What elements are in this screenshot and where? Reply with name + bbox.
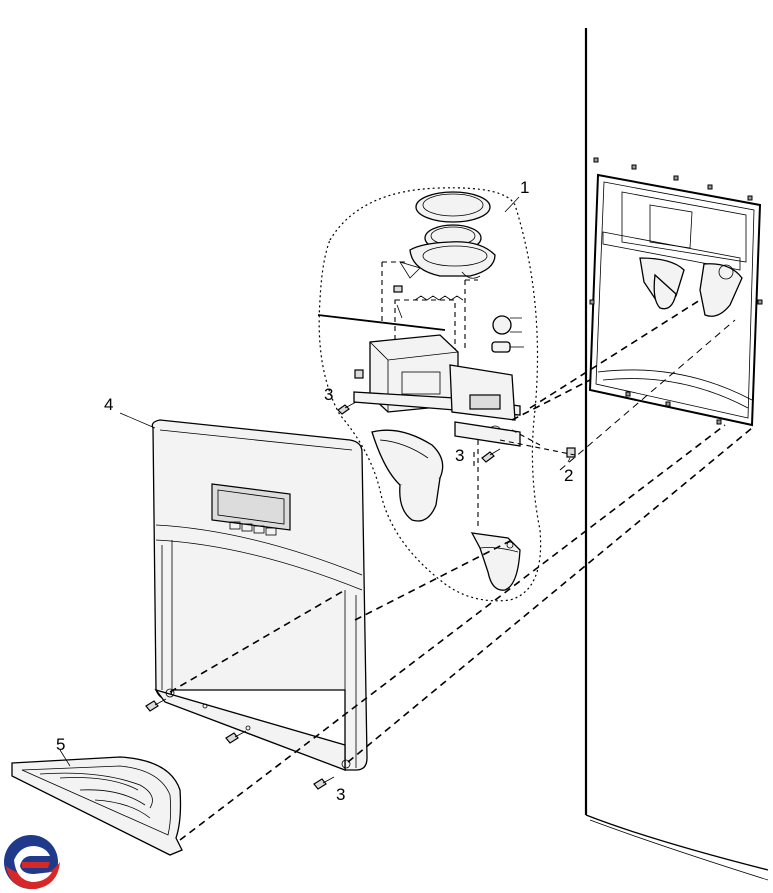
brand-logo-icon [4,835,60,890]
screw-left-3 [337,401,357,415]
refrigerator-door [584,28,769,881]
clip-2 [566,447,576,458]
callout-3-left: 3 [324,385,333,404]
alignment-lines [169,299,753,841]
callout-2: 2 [564,466,573,485]
callout-5: 5 [56,735,65,754]
callout-4: 4 [104,395,113,414]
callout-3-mid: 3 [455,446,464,465]
drip-tray [11,756,183,856]
screw-panel-bottom [313,776,335,790]
screw-mid-3 [481,448,501,463]
leader-lines [59,196,571,767]
screw-panel-left [145,698,167,712]
dispenser-front-panel [151,419,368,771]
assembly-boundary [318,187,542,602]
dispenser-assembly [317,191,524,591]
screw-panel-mid [225,730,247,744]
callout-1: 1 [520,178,529,197]
callout-3-bottom: 3 [336,785,345,804]
